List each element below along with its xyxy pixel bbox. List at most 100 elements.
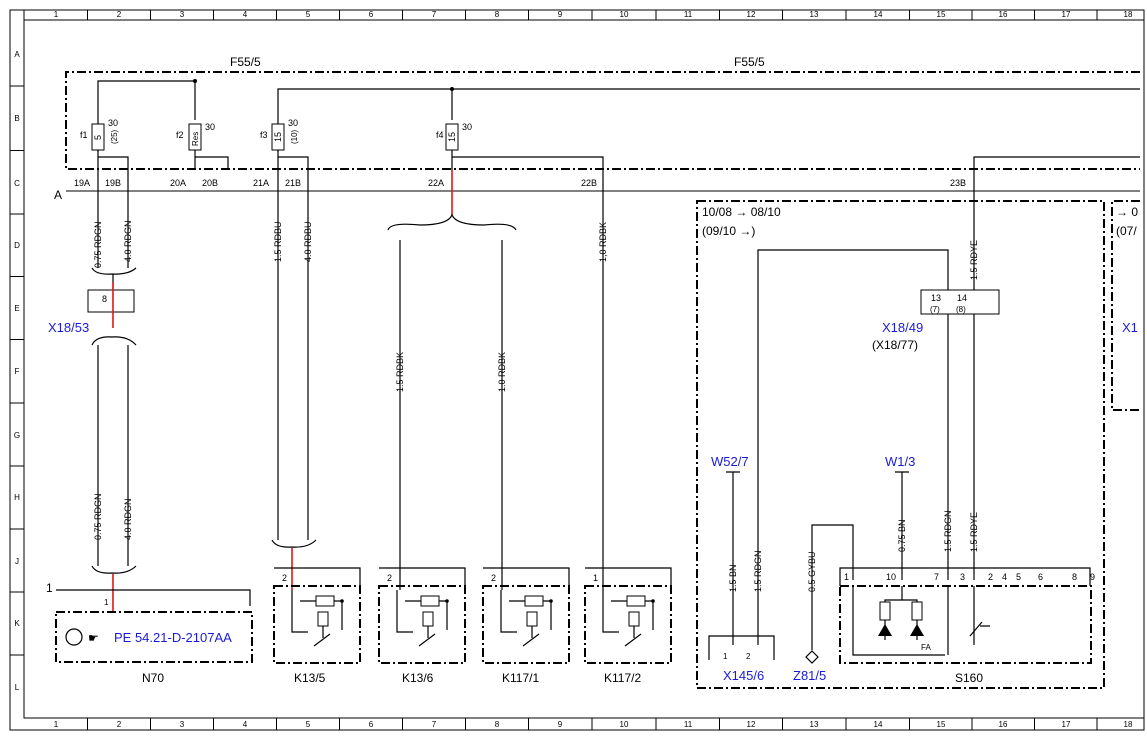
fuse-box-label-left: F55/5 xyxy=(230,55,261,69)
bus-30-main xyxy=(277,88,1140,152)
svg-text:f1: f1 xyxy=(80,130,88,140)
model-note-1: 10/08 → 08/10 xyxy=(702,205,781,219)
svg-text:1: 1 xyxy=(46,581,53,595)
grid-column-label: 14 xyxy=(874,10,883,19)
k117-1-label: K117/1 xyxy=(502,671,539,685)
grid-column-label: 17 xyxy=(1062,10,1071,19)
grid-column-label: 2 xyxy=(117,10,122,19)
grid-column-label: 11 xyxy=(684,10,693,19)
circuit-k13-5: 1.5 RDBU 4.0 RDBU 2 K13/5 xyxy=(271,170,361,685)
k13-5-label: K13/5 xyxy=(294,671,326,685)
connector-x18-49 xyxy=(920,289,1000,315)
svg-text:4: 4 xyxy=(1002,572,1007,582)
fuse-box-f55-5: F55/5 F55/5 5 f1 30 (25) Res f2 30 15 f3… xyxy=(54,55,1140,202)
grid-column-label: 15 xyxy=(937,720,946,729)
wire-label: 1.0 RDBK xyxy=(497,352,507,392)
led-icon xyxy=(878,624,892,636)
wire-label: 1.5 RDYE xyxy=(969,512,979,552)
svg-text:14: 14 xyxy=(957,293,967,303)
n70-reference-link[interactable]: PE 54.21-D-2107AA xyxy=(114,630,232,645)
svg-text:15: 15 xyxy=(447,132,457,142)
svg-text:1: 1 xyxy=(844,572,849,582)
grid-row-label: H xyxy=(14,493,20,502)
svg-text:5: 5 xyxy=(1016,572,1021,582)
wire-label: 4.0 RDGN xyxy=(123,220,133,262)
svg-text:30: 30 xyxy=(108,118,118,128)
grid-row-label: C xyxy=(14,179,20,188)
wire-label: 1.5 RDYE xyxy=(969,240,979,280)
connector-x145-6 xyxy=(708,635,775,660)
wire-label: 0.5 GYBU xyxy=(807,551,817,592)
grid-column-label: 5 xyxy=(306,10,311,19)
relay-pin-label: 2 xyxy=(282,573,287,583)
pin-22B: 22B xyxy=(581,178,597,188)
grid-column-label: 9 xyxy=(558,10,563,19)
grid-row-label: K xyxy=(14,619,20,628)
grid-column-label: 7 xyxy=(432,720,437,729)
pin-21B: 21B xyxy=(285,178,301,188)
connector-letter: A xyxy=(54,188,62,202)
svg-text:15: 15 xyxy=(273,132,283,142)
svg-text:1: 1 xyxy=(723,652,728,661)
grid-column-label: 8 xyxy=(495,10,500,19)
svg-text:13: 13 xyxy=(931,293,941,303)
grid-column-label: 7 xyxy=(432,10,437,19)
grid-row-label: B xyxy=(14,114,19,123)
fuse-box-label-right: F55/5 xyxy=(734,55,765,69)
pin-20B: 20B xyxy=(202,178,218,188)
svg-text:(25): (25) xyxy=(110,129,119,144)
n70-label: N70 xyxy=(142,671,164,685)
svg-text:8: 8 xyxy=(1072,572,1077,582)
svg-text:6: 6 xyxy=(1038,572,1043,582)
grid-column-label: 10 xyxy=(620,10,629,19)
ground-point-icon xyxy=(805,650,819,664)
relay-k13-6: 2 xyxy=(378,567,466,664)
x18-49-alt-label: (X18/77) xyxy=(872,338,918,352)
wire-label: 1.5 RDGN xyxy=(943,510,953,552)
wire-label: 0.75 BN xyxy=(897,519,907,552)
wire-label: 4.0 RDGN xyxy=(123,498,133,540)
grid-row-label: A xyxy=(14,50,20,59)
led-icon xyxy=(910,624,924,636)
wire-label: 0.75 RDGN xyxy=(93,493,103,540)
pin-19B: 19B xyxy=(105,178,121,188)
svg-text:(8): (8) xyxy=(956,305,966,314)
component-n70-box xyxy=(55,611,253,663)
hand-pointer-icon: ☛ xyxy=(88,631,99,645)
svg-text:→ 0: → 0 xyxy=(1116,205,1138,219)
grid-column-label: 8 xyxy=(495,720,500,729)
x18-53-label: X18/53 xyxy=(48,320,89,335)
svg-text:(07/: (07/ xyxy=(1116,224,1137,238)
svg-text:f2: f2 xyxy=(176,130,184,140)
model-year-box xyxy=(696,200,1105,689)
grid-row-label: E xyxy=(14,304,19,313)
circuit-n70: 0.75 RDGN 4.0 RDGN 8 X18/53 0.75 RDGN 4.… xyxy=(46,170,253,685)
grid-column-label: 3 xyxy=(180,720,185,729)
svg-text:3: 3 xyxy=(960,572,965,582)
grid-column-label: 2 xyxy=(117,720,122,729)
grid-row-label: L xyxy=(15,683,20,692)
s160-label: S160 xyxy=(955,671,983,685)
connector-x18-53 xyxy=(87,289,135,313)
grid-row-label: J xyxy=(15,557,19,566)
svg-text:1: 1 xyxy=(104,598,109,607)
grid-column-label: 1 xyxy=(54,10,59,19)
grid-column-label: 13 xyxy=(810,10,819,19)
x18-49-label: X18/49 xyxy=(882,320,923,335)
grid-column-label: 6 xyxy=(369,10,374,19)
svg-text:f4: f4 xyxy=(436,130,444,140)
wire-label: 4.0 RDBU xyxy=(303,221,313,262)
svg-text:f3: f3 xyxy=(260,130,268,140)
grid-column-label: 6 xyxy=(369,720,374,729)
pin-20A: 20A xyxy=(170,178,186,188)
fuse-box-outline xyxy=(65,71,1140,170)
grid-column-label: 1 xyxy=(54,720,59,729)
grid-row-label: G xyxy=(14,431,20,440)
grid-column-label: 16 xyxy=(999,10,1008,19)
pin-19A: 19A xyxy=(74,178,90,188)
k117-2-label: K117/2 xyxy=(604,671,641,685)
model-note-2: (09/10 →) xyxy=(702,224,755,238)
fuse-f2: Res f2 30 xyxy=(176,122,215,151)
pin-23B: 23B xyxy=(950,178,966,188)
